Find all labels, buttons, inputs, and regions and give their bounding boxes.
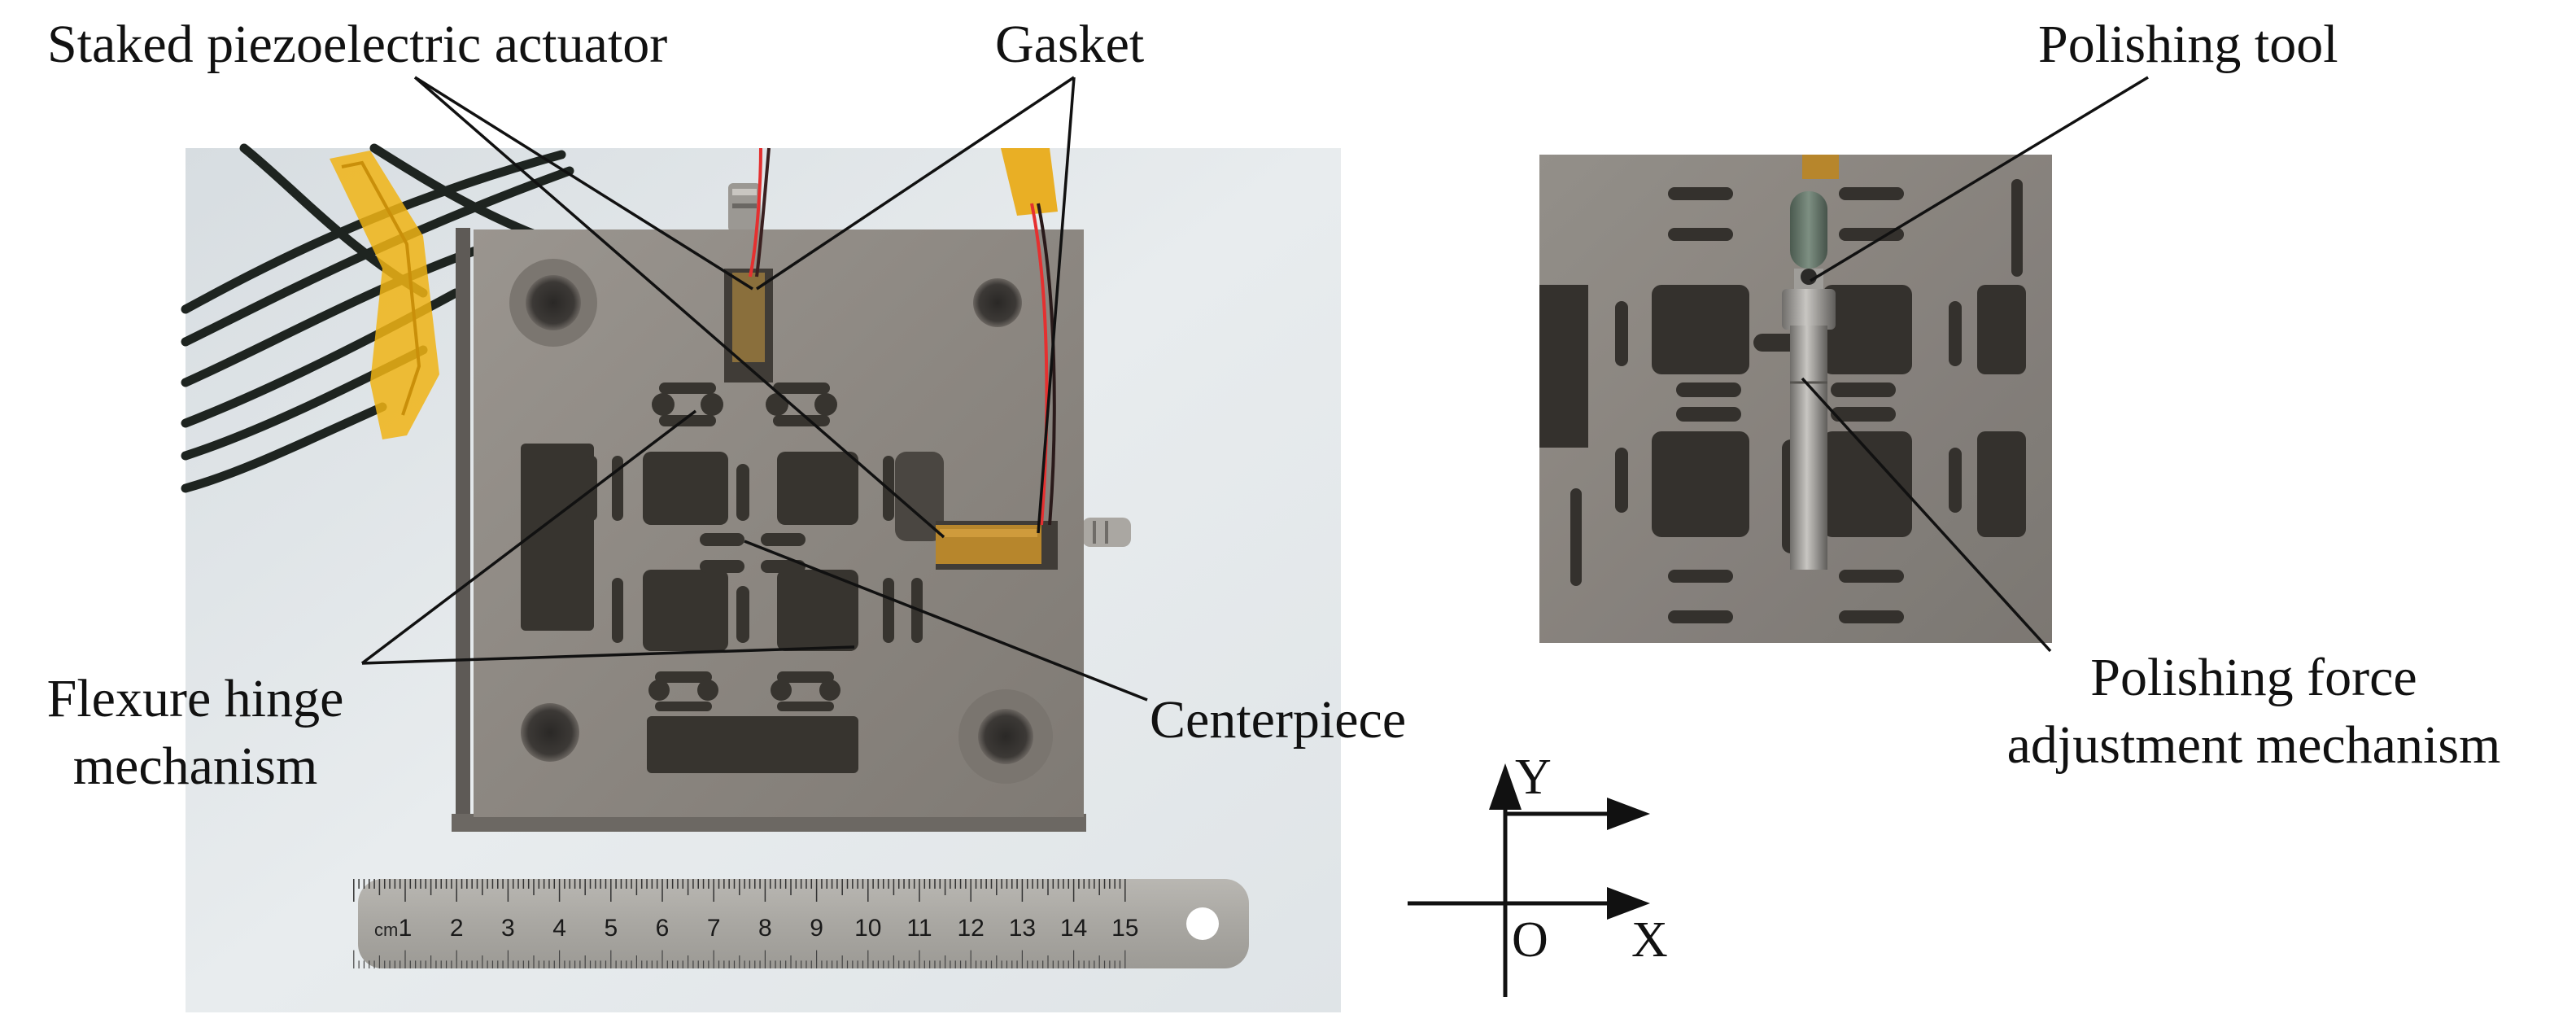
polishing-tool: [1782, 191, 1836, 570]
label-force-line1: Polishing force: [2090, 648, 2417, 707]
label-actuator: Staked piezoelectric actuator: [47, 15, 668, 74]
label-gasket: Gasket: [995, 15, 1145, 74]
ruler-tick-label: 14: [1060, 915, 1087, 942]
label-force-line2: adjustment mechanism: [2006, 715, 2501, 775]
ruler-tick-label: 1: [399, 915, 413, 942]
top-screw: [728, 183, 761, 232]
ruler-tick-label: 10: [854, 915, 881, 942]
right-gasket: [1802, 155, 1839, 179]
label-centerpiece: Centerpiece: [1150, 690, 1407, 750]
label-flexure-line1: Flexure hinge: [46, 669, 344, 728]
yellow-tape: [330, 151, 439, 439]
ruler-tick-label: 6: [656, 915, 670, 942]
right-slots: [1539, 179, 2026, 623]
coordinate-axes: [1408, 763, 1650, 997]
tape-top-right: [1001, 148, 1058, 216]
ruler-tick-label: 9: [810, 915, 823, 942]
ruler-tick-label: 13: [1009, 915, 1036, 942]
ruler-tick-label: 4: [552, 915, 566, 942]
ruler-tick-label: 5: [604, 915, 618, 942]
axis-x-label: X: [1631, 912, 1668, 968]
ruler-tick-label: 2: [450, 915, 464, 942]
ruler-tick-label: 11: [906, 915, 932, 942]
label-flexure-hinge: Flexure hinge mechanism: [16, 666, 374, 800]
flexure-slots: [521, 269, 1058, 773]
label-flexure-line2: mechanism: [72, 736, 318, 796]
leader-lines: [360, 76, 2149, 702]
label-polishing-force: Polishing force adjustment mechanism: [1936, 645, 2571, 779]
ruler-unit: cm: [374, 920, 398, 940]
right-photo: [1539, 155, 2052, 643]
axis-origin-label: O: [1512, 912, 1548, 968]
ruler-tick-label: 8: [758, 915, 772, 942]
ruler-tick-label: 12: [958, 915, 985, 942]
ruler-tick-label: 3: [501, 915, 515, 942]
ruler-tick-label: 7: [707, 915, 721, 942]
ruler-tick-label: 15: [1111, 915, 1138, 942]
label-polishing-tool: Polishing tool: [2038, 15, 2338, 74]
lead-wires: [749, 147, 1056, 526]
axis-y-label: Y: [1515, 750, 1552, 805]
